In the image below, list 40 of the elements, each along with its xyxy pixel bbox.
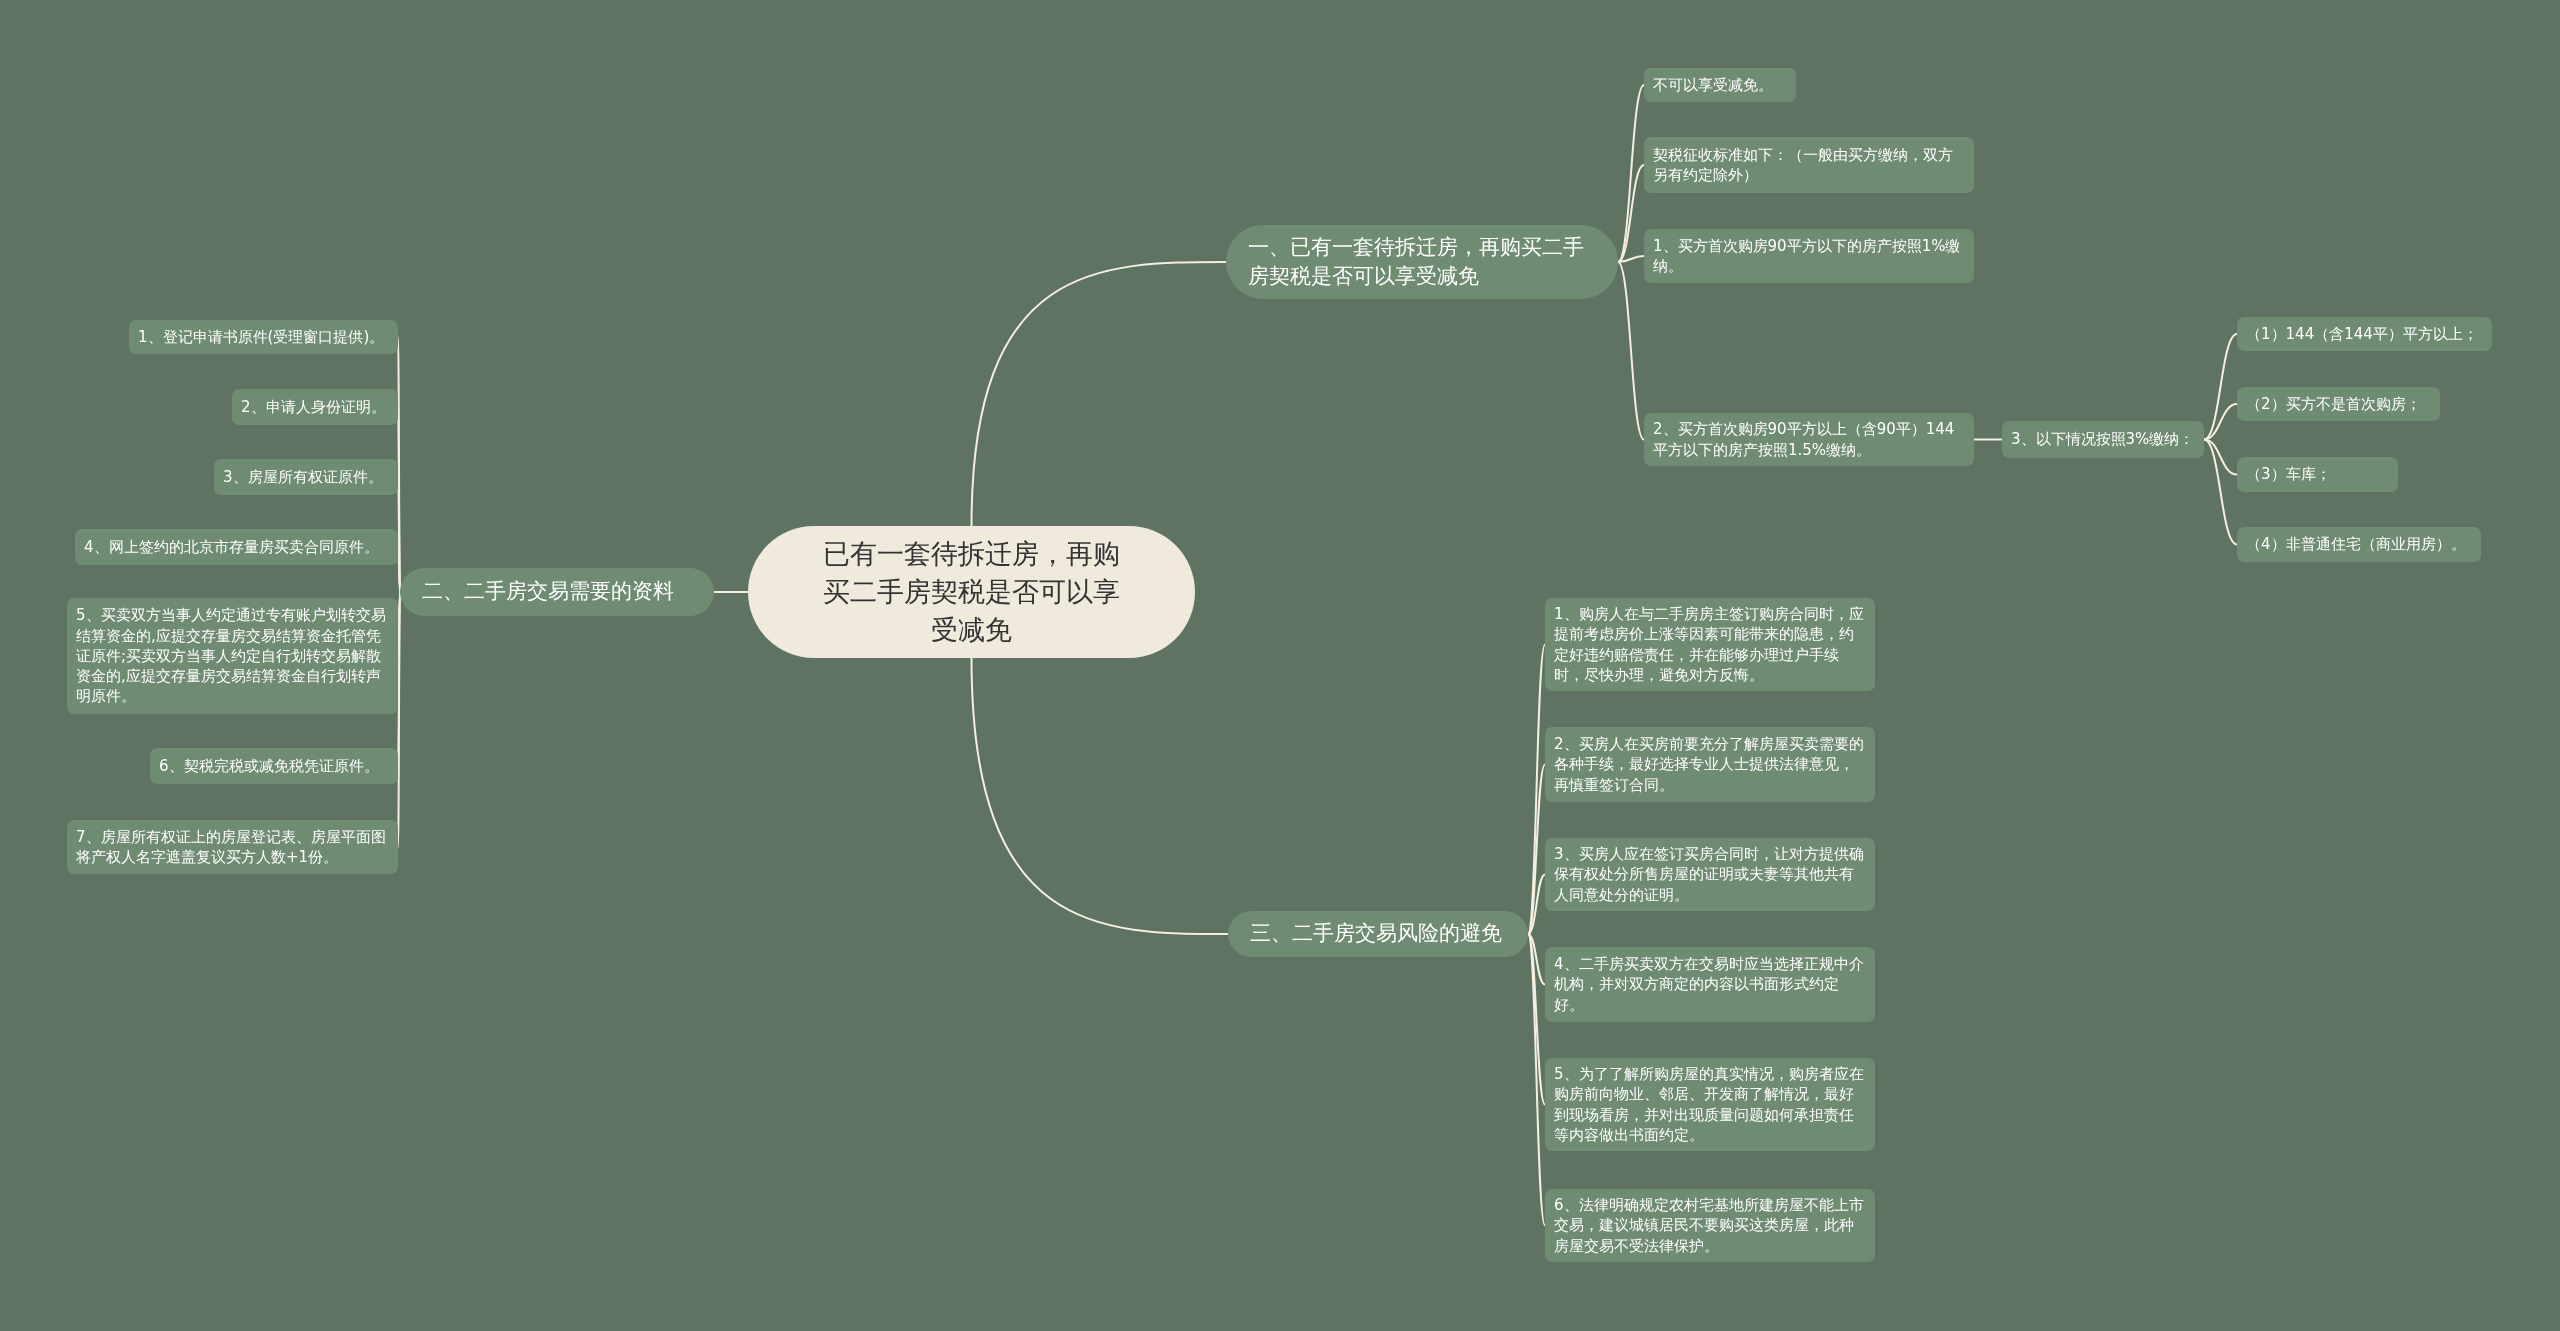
connector-line [713, 591, 749, 593]
branch-topic: 三、二手房交易风险的避免 [1228, 911, 1528, 957]
subtopic-box: 6、契税完税或减免税凭证原件。 [150, 748, 398, 784]
central-topic: 已有一套待拆迁房，再购买二手房契税是否可以享受减免 [748, 526, 1195, 658]
subtopic-box: 不可以享受减免。 [1644, 68, 1796, 102]
subtopic-box: 6、法律明确规定农村宅基地所建房屋不能上市交易，建议城镇居民不要购买这类房屋，此种房屋交易不受法律保护。 [1545, 1189, 1875, 1262]
connector-line [970, 261, 1227, 527]
subtopic-box: 4、网上签约的北京市存量房买卖合同原件。 [75, 529, 398, 565]
subtopic-box: 1、买方首次购房90平方以下的房产按照1%缴纳。 [1644, 229, 1974, 283]
connector-line [2203, 403, 2238, 441]
subtopic-box: 7、房屋所有权证上的房屋登记表、房屋平面图将产权人名字遮盖复议买方人数+1份。 [67, 820, 398, 874]
connector-line [1527, 933, 1546, 1106]
branch-topic: 二、二手房交易需要的资料 [400, 568, 714, 616]
connector-line [1527, 873, 1546, 935]
subtopic-box: 3、房屋所有权证原件。 [214, 459, 398, 495]
subtopic-box: 5、买卖双方当事人约定通过专有账户划转交易结算资金的,应提交存量房交易结算资金托管凭证原件;买卖双方当事人约定自行划转交易解散资金的,应提交存量房交易结算资金自行划转声明原件。 [67, 598, 398, 714]
connector-line [2203, 333, 2238, 441]
subtopic-box: 1、购房人在与二手房房主签订购房合同时，应提前考虑房价上涨等因素可能带来的隐患，约定好违约赔偿责任，并在能够办理过户手续时，尽快办理，避免对方反悔。 [1545, 598, 1875, 691]
connector-line [1973, 438, 2003, 441]
connector-line [1617, 164, 1645, 263]
connector-line [1617, 261, 1645, 441]
subtopic-box: （4）非普通住宅（商业用房）。 [2237, 527, 2481, 562]
subtopic-box: （1）144（含144平）平方以上； [2237, 317, 2492, 351]
connector-line [2203, 438, 2238, 546]
connector-line [1527, 933, 1546, 986]
subtopic-box: （2）买方不是首次购房； [2237, 387, 2440, 421]
subtopic-box: 3、买房人应在签订买房合同时，让对方提供确保有权处分所售房屋的证明或夫妻等其他共有人同意处分的证明。 [1545, 838, 1875, 911]
connector-line [1617, 255, 1645, 263]
subtopic-box: 4、二手房买卖双方在交易时应当选择正规中介机构，并对双方商定的内容以书面形式约定好。 [1545, 947, 1875, 1022]
subtopic-box: 3、以下情况按照3%缴纳： [2002, 421, 2204, 458]
subtopic-box: 2、买方首次购房90平方以上（含90平）144平方以下的房产按照1.5%缴纳。 [1644, 413, 1974, 466]
subtopic-box: 2、买房人在买房前要充分了解房屋买卖需要的各种手续，最好选择专业人士提供法律意见，再慎重签订合同。 [1545, 727, 1875, 802]
connector-line [1527, 763, 1546, 935]
subtopic-box: 契税征收标准如下：（一般由买方缴纳，双方另有约定除外） [1644, 137, 1974, 193]
subtopic-box: （3）车库； [2237, 457, 2398, 492]
subtopic-box: 2、申请人身份证明。 [232, 389, 398, 425]
branch-topic: 一、已有一套待拆迁房，再购买二手房契税是否可以享受减免 [1226, 225, 1618, 299]
connector-line [970, 657, 1229, 935]
subtopic-box: 1、登记申请书原件(受理窗口提供)。 [129, 320, 398, 354]
subtopic-box: 5、为了了解所购房屋的真实情况，购房者应在购房前向物业、邻居、开发商了解情况，最好到现场看房，并对出现质量问题如何承担责任等内容做出书面约定。 [1545, 1058, 1875, 1151]
